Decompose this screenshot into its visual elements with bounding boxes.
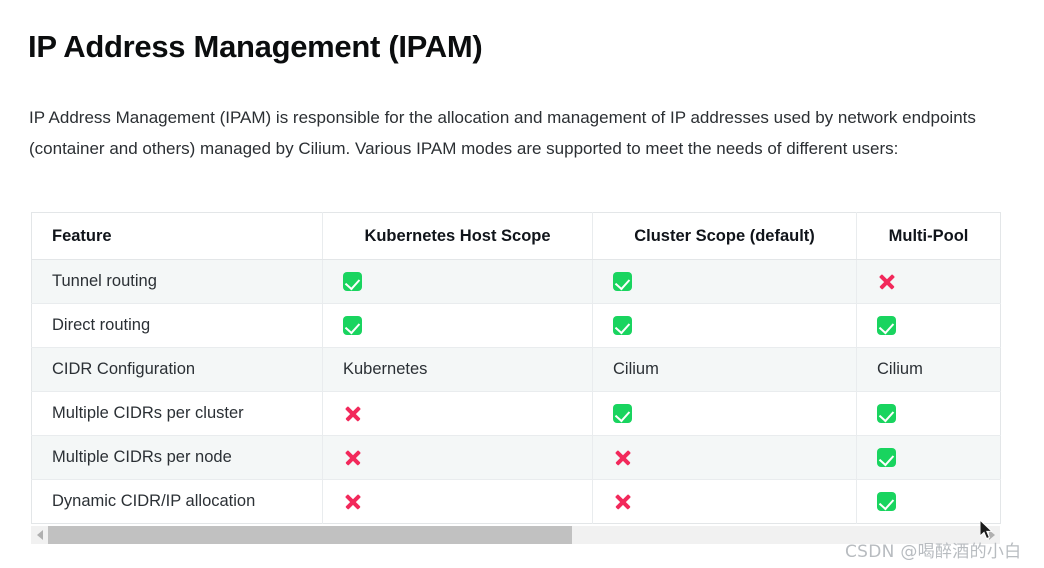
table-row: Tunnel routing <box>31 259 1001 304</box>
column-header-cluster-scope: Cluster Scope (default) <box>592 212 857 260</box>
cross-icon <box>343 404 362 423</box>
cross-icon <box>343 492 362 511</box>
ipam-comparison-table-container: Feature Kubernetes Host Scope Cluster Sc… <box>31 212 1001 524</box>
cross-icon <box>613 448 632 467</box>
cell-feature: Tunnel routing <box>31 259 323 304</box>
triangle-left-icon <box>36 530 43 540</box>
check-icon <box>877 492 896 512</box>
column-header-feature: Feature <box>31 212 323 260</box>
page-title: IP Address Management (IPAM) <box>28 28 483 64</box>
table-header: Feature Kubernetes Host Scope Cluster Sc… <box>31 212 1001 260</box>
cell-feature: Dynamic CIDR/IP allocation <box>31 479 323 524</box>
cell-multi-pool-unsupported <box>856 259 1001 304</box>
check-icon <box>877 404 896 424</box>
cell-feature: Multiple CIDRs per node <box>31 435 323 480</box>
column-header-kubernetes-host-scope: Kubernetes Host Scope <box>322 212 593 260</box>
table-row: Direct routing <box>31 303 1001 348</box>
table-row: Dynamic CIDR/IP allocation <box>31 479 1001 524</box>
check-icon <box>877 316 896 336</box>
cell-kubernetes-host-scope-value: Kubernetes <box>322 347 593 392</box>
check-icon <box>343 272 362 292</box>
cross-icon <box>613 492 632 511</box>
cell-feature: CIDR Configuration <box>31 347 323 392</box>
cell-cluster-scope-supported <box>592 303 857 348</box>
check-icon <box>343 316 362 336</box>
cell-kubernetes-host-scope-supported <box>322 303 593 348</box>
table-header-row: Feature Kubernetes Host Scope Cluster Sc… <box>31 212 1001 260</box>
cell-cluster-scope-value: Cilium <box>592 347 857 392</box>
table-row: Multiple CIDRs per node <box>31 435 1001 480</box>
cross-icon <box>343 448 362 467</box>
cell-kubernetes-host-scope-unsupported <box>322 435 593 480</box>
cell-kubernetes-host-scope-unsupported <box>322 479 593 524</box>
check-icon <box>613 272 632 292</box>
cell-multi-pool-supported <box>856 391 1001 436</box>
scrollbar-track[interactable] <box>48 526 983 544</box>
check-icon <box>613 316 632 336</box>
cross-icon <box>877 272 896 291</box>
cell-cluster-scope-unsupported <box>592 479 857 524</box>
cell-kubernetes-host-scope-supported <box>322 259 593 304</box>
ipam-comparison-table: Feature Kubernetes Host Scope Cluster Sc… <box>31 212 1001 524</box>
cell-multi-pool-supported <box>856 435 1001 480</box>
csdn-watermark: CSDN @喝醉酒的小白 <box>845 542 1022 562</box>
scroll-left-button[interactable] <box>31 526 48 544</box>
intro-paragraph: IP Address Management (IPAM) is responsi… <box>29 108 976 158</box>
cell-multi-pool-supported <box>856 303 1001 348</box>
cell-feature: Direct routing <box>31 303 323 348</box>
cell-kubernetes-host-scope-unsupported <box>322 391 593 436</box>
horizontal-scrollbar[interactable] <box>31 526 1000 544</box>
cell-cluster-scope-supported <box>592 391 857 436</box>
cell-cluster-scope-unsupported <box>592 435 857 480</box>
table-row: Multiple CIDRs per cluster <box>31 391 1001 436</box>
cell-feature: Multiple CIDRs per cluster <box>31 391 323 436</box>
cell-cluster-scope-supported <box>592 259 857 304</box>
cell-multi-pool-value: Cilium <box>856 347 1001 392</box>
cell-multi-pool-supported <box>857 480 1001 524</box>
check-icon <box>877 448 896 468</box>
scrollbar-thumb[interactable] <box>48 526 572 544</box>
column-header-multi-pool: Multi-Pool <box>856 212 1001 260</box>
check-icon <box>613 404 632 424</box>
